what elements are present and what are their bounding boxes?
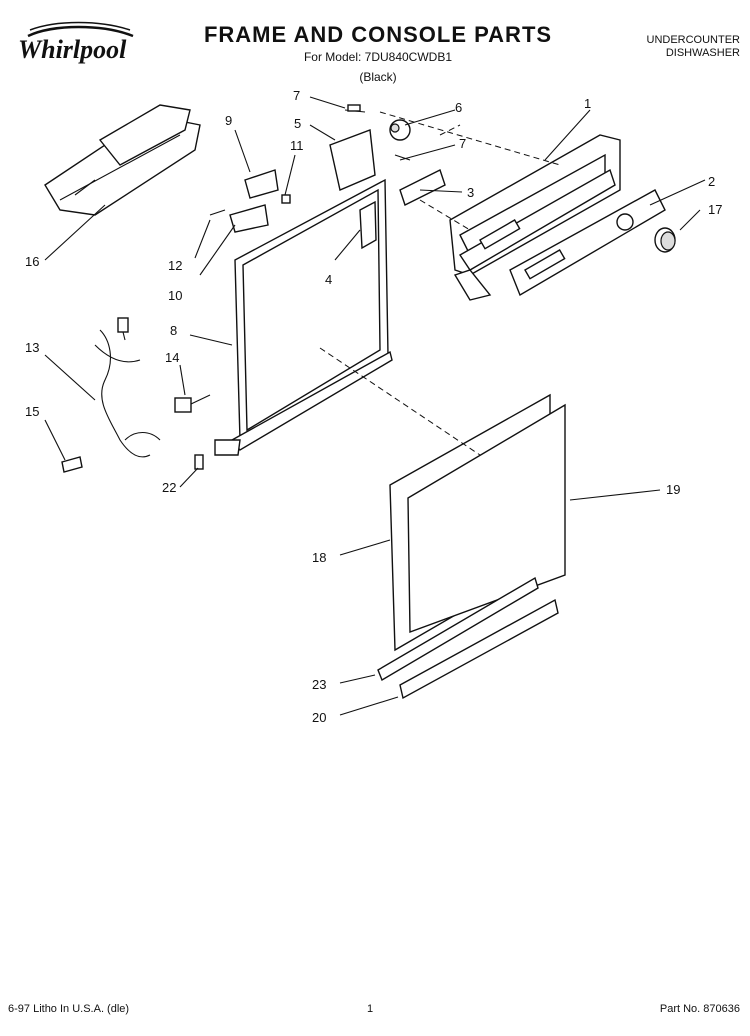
part-1-console-panel — [449, 134, 621, 301]
callout-8: 8 — [170, 323, 177, 338]
callout-6: 6 — [455, 100, 462, 115]
callout-14: 14 — [165, 350, 179, 365]
callout-18: 18 — [312, 550, 326, 565]
whirlpool-logo: Whirlpool — [8, 18, 158, 78]
part-16-cover — [44, 104, 201, 216]
callout-15: 15 — [25, 404, 39, 419]
callout-22: 22 — [162, 480, 176, 495]
callout-7a: 7 — [293, 88, 300, 103]
part-2-overlay — [509, 189, 666, 297]
callout-9: 9 — [225, 113, 232, 128]
color-variant: (Black) — [359, 70, 397, 84]
part-22-clip — [194, 454, 204, 470]
callout-16: 16 — [25, 254, 39, 269]
part-13-wire-harness — [94, 317, 161, 458]
callout-13: 13 — [25, 340, 39, 355]
parts-trim — [377, 576, 559, 700]
callout-19: 19 — [666, 482, 680, 497]
part-8-frame — [214, 178, 393, 456]
model-number: For Model: 7DU840CWDB1 — [303, 50, 453, 64]
product-type-line1: UNDERCOUNTER — [646, 34, 741, 46]
callout-10: 10 — [168, 288, 182, 303]
part-number: Part No. 870636 — [659, 1003, 740, 1015]
callout-7b: 7 — [459, 136, 466, 151]
callout-23: 23 — [312, 677, 326, 692]
page-number: 1 — [366, 1003, 374, 1015]
parts-small-controls — [329, 104, 446, 206]
parts-door-panels — [389, 393, 566, 652]
callout-12: 12 — [168, 258, 182, 273]
part-17-knob — [654, 227, 676, 253]
product-type-line2: DISHWASHER — [665, 47, 740, 59]
callout-1: 1 — [584, 96, 591, 111]
footer-print-info: 6-97 Litho In U.S.A. (dle) — [8, 1003, 130, 1015]
callout-20: 20 — [312, 710, 326, 725]
part-15-screw — [61, 456, 83, 473]
callout-2: 2 — [708, 174, 715, 189]
callout-5: 5 — [294, 116, 301, 131]
parts-latch — [209, 169, 291, 233]
part-14-switch — [174, 394, 211, 413]
page-title: FRAME AND CONSOLE PARTS — [203, 22, 553, 47]
brand-name: Whirlpool — [18, 35, 127, 64]
callout-4: 4 — [325, 272, 332, 287]
callout-17: 17 — [708, 202, 722, 217]
callout-3: 3 — [467, 185, 474, 200]
callout-11: 11 — [290, 138, 304, 153]
